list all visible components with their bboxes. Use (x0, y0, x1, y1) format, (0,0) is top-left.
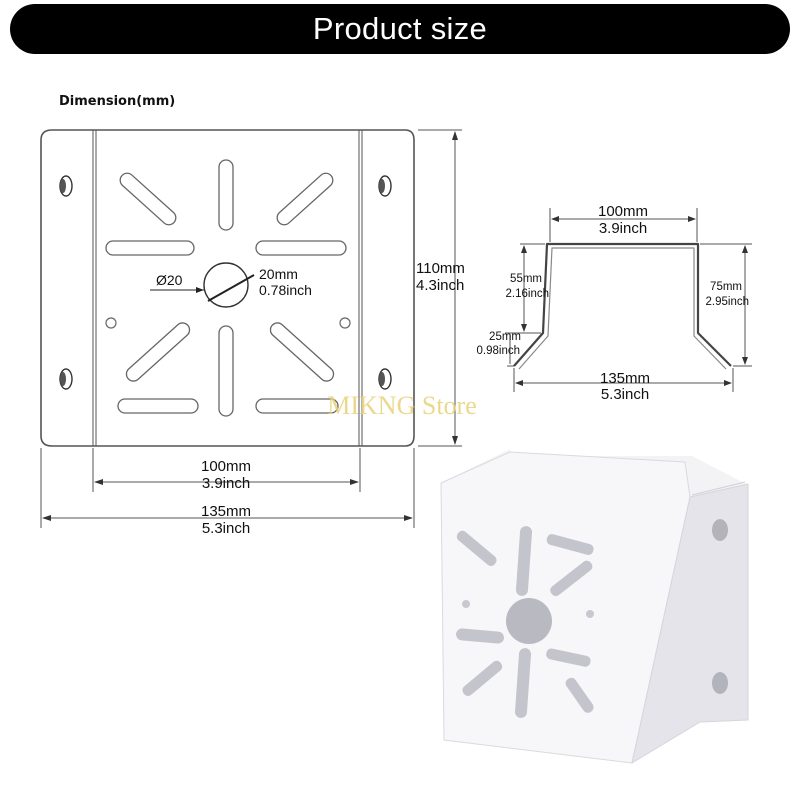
bracket-product-image (440, 449, 749, 765)
plate-front-view (40, 129, 415, 447)
small-hole (105, 317, 117, 329)
inner-width-mm-label: 100mm (201, 458, 251, 475)
profile-top-mm-label: 100mm (598, 203, 648, 220)
watermark: MIKNG Store (327, 391, 477, 420)
hole-inch-label: 0.78inch (259, 282, 312, 298)
profile-left-inch-label: 2.16inch (506, 288, 549, 300)
slot (218, 325, 234, 417)
mount-hole-shade (60, 372, 66, 386)
slot (255, 240, 347, 256)
outer-width-dimension (40, 448, 415, 528)
outer-width-mm-label: 135mm (201, 503, 251, 520)
slot (119, 172, 177, 226)
slot (117, 398, 199, 414)
slot (276, 172, 334, 226)
slot (105, 240, 195, 256)
slot (269, 322, 335, 382)
outer-width-inch-label: 5.3inch (202, 520, 250, 537)
profile-right-mm-label: 75mm (710, 281, 742, 293)
profile-flange-inch-label: 0.98inch (477, 345, 520, 357)
slot (255, 398, 339, 414)
profile-right-inch-label: 2.95inch (706, 296, 749, 308)
hole-mm-label: 20mm (259, 266, 298, 282)
profile-top-inch-label: 3.9inch (599, 220, 647, 237)
hole-diameter-symbol: Ø20 (156, 272, 183, 288)
height-inch-label: 4.3inch (416, 277, 464, 294)
inner-width-dimension (92, 448, 361, 492)
profile-bottom-mm-label: 135mm (600, 370, 650, 387)
profile-flange-mm-label: 25mm (489, 331, 521, 343)
mount-hole-shade (379, 372, 385, 386)
title-banner: Product size (10, 4, 790, 54)
bracket-profile (505, 208, 752, 392)
profile-bottom-inch-label: 5.3inch (601, 386, 649, 403)
height-mm-label: 110mm (416, 260, 465, 277)
mount-hole-shade (60, 179, 66, 193)
dimension-label: Dimension(mm) (59, 94, 176, 109)
mount-hole-shade (379, 179, 385, 193)
small-hole (339, 317, 351, 329)
slot (125, 322, 191, 382)
inner-width-inch-label: 3.9inch (202, 475, 250, 492)
profile-left-mm-label: 55mm (510, 273, 542, 285)
slot (218, 159, 234, 231)
height-dimension (418, 129, 462, 447)
banner-title: Product size (312, 11, 488, 46)
